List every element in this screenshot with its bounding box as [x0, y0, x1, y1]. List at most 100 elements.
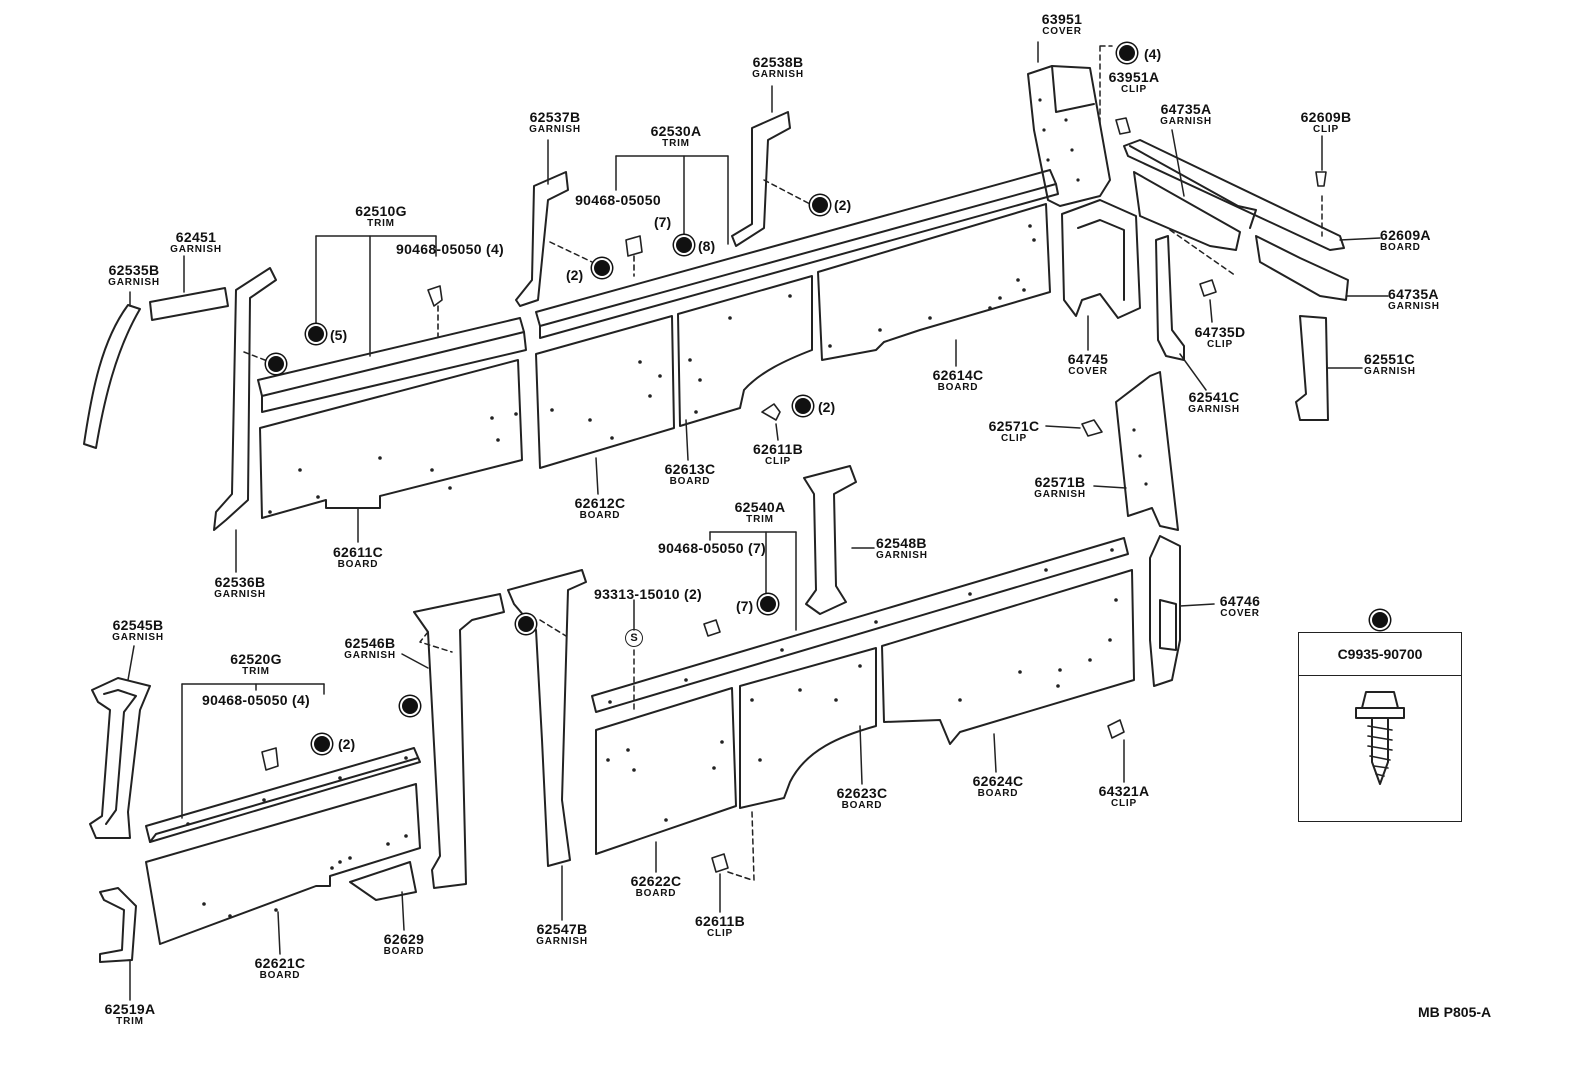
- part-62571B-garnish: [1115, 371, 1179, 531]
- bolt-marker: [402, 698, 418, 714]
- qty-note: (8): [698, 238, 716, 254]
- part-62614C-board: [817, 203, 1051, 361]
- bolt-marker: [676, 237, 692, 253]
- bolt-marker: [268, 356, 284, 372]
- part-62545B-garnish: [89, 677, 151, 839]
- s-code-marker: S: [625, 629, 643, 647]
- qty-note: (2): [566, 267, 584, 283]
- legend-bolt-marker: [1372, 612, 1388, 628]
- part-62451-garnish: [149, 287, 229, 321]
- part-62547B-garnish: [507, 569, 587, 867]
- part-62551C-garnish: [1295, 315, 1329, 421]
- qty-note: (4): [1144, 46, 1162, 62]
- qty-note: (2): [818, 399, 836, 415]
- bolt-marker: [308, 326, 324, 342]
- part-62510G-trim: [257, 317, 525, 397]
- part-62609A-board: [1123, 139, 1345, 251]
- part-63951-cover: [1027, 65, 1111, 207]
- drawing-reference: MB P805-A: [1418, 1004, 1492, 1020]
- part-64735A-garnish-upper: [1133, 171, 1241, 251]
- part-64746-cover: [1149, 535, 1181, 687]
- label-93313-15010: 93313-15010 (2): [593, 586, 703, 602]
- part-62546B-garnish: [413, 593, 505, 889]
- bolt-marker: [518, 616, 534, 632]
- part-64735A-garnish-lower: [1255, 235, 1349, 301]
- part-62519A-trim: [99, 887, 137, 963]
- part-62622C-board: [595, 687, 737, 855]
- part-62548B-garnish: [803, 465, 857, 615]
- legend-part-code: C9935-90700: [1299, 633, 1461, 676]
- label-90468-05050-4-lower: 90468-05050 (4): [201, 692, 311, 708]
- part-62612C-board: [535, 315, 675, 469]
- part-62537B-garnish: [515, 171, 569, 307]
- bolt-marker: [314, 736, 330, 752]
- part-62624C-board: [881, 569, 1135, 745]
- leader-lines: [127, 41, 1389, 1001]
- qty-note: (7): [654, 214, 672, 230]
- part-62540A-trim: [591, 537, 1129, 713]
- legend-box: C9935-90700: [1298, 632, 1462, 822]
- part-62538B-garnish: [731, 111, 791, 247]
- part-62541C-garnish: [1155, 235, 1185, 361]
- bolt-marker: [1119, 45, 1135, 61]
- part-62623C-board: [739, 647, 877, 809]
- bolt-marker: [760, 596, 776, 612]
- part-62629-board: [349, 861, 417, 901]
- part-62520G-trim: [145, 747, 421, 843]
- part-62613C-board: [677, 275, 813, 427]
- bolt-marker: [594, 260, 610, 276]
- clip-glyphs: [261, 117, 1327, 881]
- label-90468-05050-upper: 90468-05050: [575, 192, 661, 208]
- tapping-screw-icon: [1355, 691, 1405, 785]
- label-90468-05050-4-upper: 90468-05050 (4): [395, 241, 505, 257]
- qty-note: (2): [834, 197, 852, 213]
- qty-note: (2): [338, 736, 356, 752]
- part-62611C-board: [259, 359, 523, 519]
- qty-note: (5): [330, 327, 348, 343]
- bolt-marker: [795, 398, 811, 414]
- label-90468-05050-7: 90468-05050 (7): [657, 540, 767, 556]
- bolt-marker: [812, 197, 828, 213]
- part-62621C-board: [145, 783, 421, 945]
